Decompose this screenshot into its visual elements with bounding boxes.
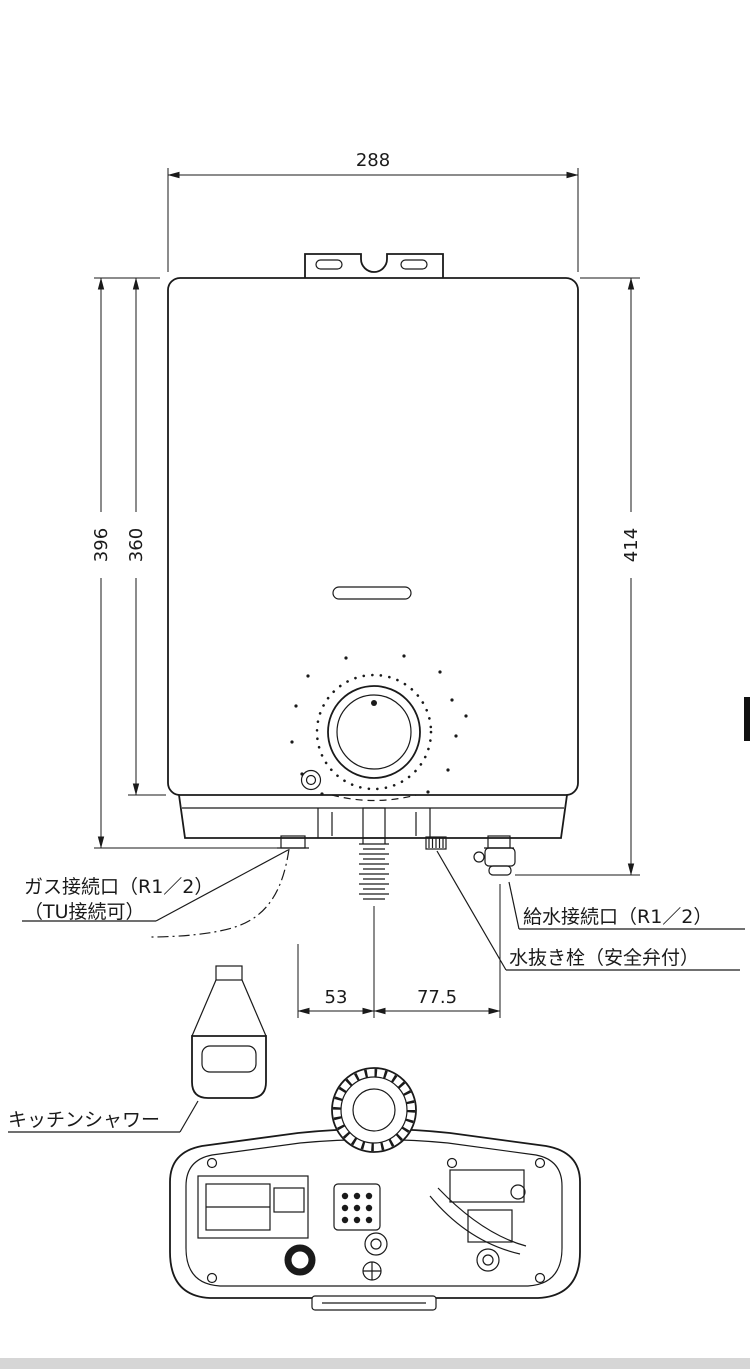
shower-window bbox=[201, 1045, 257, 1073]
gas-port-label-line1: ガス接続口（R1／2） bbox=[24, 876, 213, 898]
base-section bbox=[178, 794, 568, 839]
shower-body bbox=[191, 1035, 267, 1099]
gas-connection-port bbox=[277, 835, 309, 849]
bottom-left-ring-component bbox=[284, 1244, 316, 1276]
bracket-slot-left bbox=[315, 259, 343, 270]
dimensions: 288 396 360 414 bbox=[91, 150, 642, 1018]
dim-height-right: 414 bbox=[621, 528, 642, 562]
pipe-curve-1 bbox=[429, 1195, 521, 1255]
gas-port-callout: ガス接続口（R1／2） （TU接続可） bbox=[22, 849, 289, 923]
drain-plug-callout: 水抜き栓（安全弁付） bbox=[436, 850, 740, 971]
water-supply-connection bbox=[473, 835, 516, 876]
control-knob bbox=[290, 654, 468, 802]
bottom-mount-tab bbox=[311, 1295, 437, 1311]
knob-lower-dashed-arc bbox=[331, 794, 417, 802]
dimension-414: 414 bbox=[515, 277, 642, 876]
dim-height-left-inner: 360 bbox=[126, 528, 147, 562]
dim-bottom-center-to-water: 77.5 bbox=[417, 987, 457, 1008]
water-supply-callout: 給水接続口（R1／2） bbox=[508, 881, 745, 930]
gas-port-label-line2: （TU接続可） bbox=[24, 901, 145, 923]
dim-height-left-outer: 396 bbox=[91, 528, 112, 562]
hose-centerline bbox=[147, 848, 290, 938]
igniter-box bbox=[333, 1183, 381, 1231]
dimension-288: 288 bbox=[167, 150, 579, 272]
pilot-indicator bbox=[300, 769, 322, 791]
knob-speckles bbox=[290, 654, 468, 796]
dim-bottom-gas-to-center: 53 bbox=[325, 987, 348, 1008]
heater-body-outline bbox=[167, 277, 579, 796]
page-bottom-strip bbox=[0, 1358, 750, 1369]
dimension-53: 53 bbox=[297, 906, 375, 1018]
water-supply-label: 給水接続口（R1／2） bbox=[523, 906, 712, 928]
kitchen-shower-label: キッチンシャワー bbox=[8, 1109, 160, 1131]
mounting-bracket bbox=[304, 253, 444, 278]
hot-water-outlet-pipe bbox=[359, 807, 389, 900]
vent-slot bbox=[332, 586, 412, 600]
dimension-396: 396 bbox=[91, 277, 277, 849]
bottom-view-internals bbox=[197, 1157, 546, 1284]
pipe-curve-2 bbox=[437, 1187, 527, 1247]
drain-plug bbox=[425, 836, 447, 850]
bottom-view-inner-outline bbox=[185, 1138, 563, 1287]
page-edge-mark bbox=[744, 697, 750, 741]
shower-nozzle bbox=[215, 965, 243, 981]
front-view bbox=[167, 253, 579, 900]
dimension-77-5: 77.5 bbox=[373, 884, 501, 1018]
drain-plug-label: 水抜き栓（安全弁付） bbox=[509, 947, 699, 969]
bracket-slot-right bbox=[400, 259, 428, 270]
knob-index-dot bbox=[371, 700, 377, 706]
dimension-360: 360 bbox=[126, 277, 166, 796]
knob-knurl-ticks bbox=[333, 1069, 415, 1151]
bottom-view-outer-outline bbox=[169, 1128, 581, 1299]
screw-heads bbox=[206, 1157, 546, 1284]
kitchen-shower-drawing bbox=[191, 965, 267, 1099]
kitchen-shower-callout: キッチンシャワー bbox=[8, 1100, 199, 1133]
bottom-view bbox=[169, 1067, 581, 1311]
callout-labels: ガス接続口（R1／2） （TU接続可） 給水接続口（R1／2） 水抜き栓（安全弁… bbox=[8, 849, 745, 1133]
dim-width-top: 288 bbox=[356, 150, 390, 171]
igniter-dot-grid bbox=[341, 1192, 373, 1224]
knob-dotted-ring bbox=[315, 673, 433, 791]
bottom-view-knob bbox=[331, 1067, 417, 1153]
